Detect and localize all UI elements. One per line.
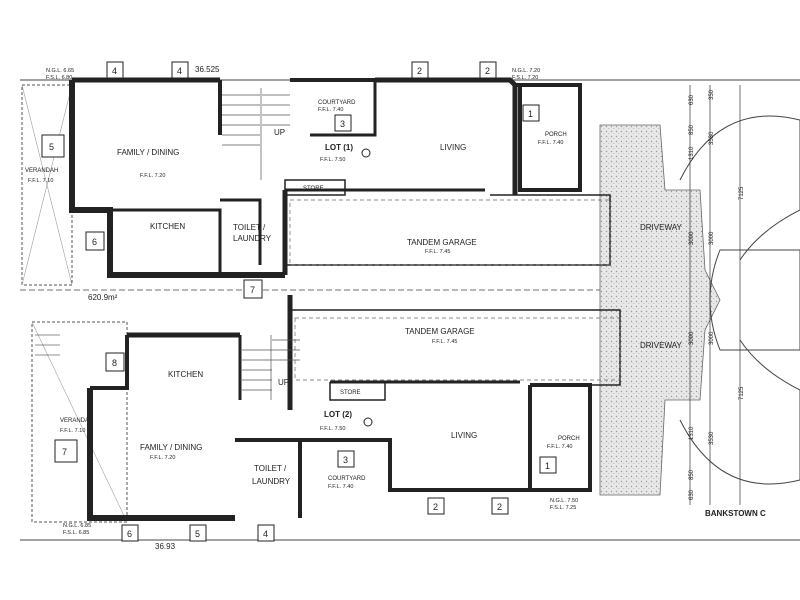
lot2-family-dining-ffl: F.F.L. 7.20 [150, 455, 175, 461]
dim-bot-7: 3530 [709, 431, 715, 445]
lot1-courtyard-label: COURTYARD [318, 100, 356, 106]
dim-bot-9: 630 [689, 489, 695, 500]
lot2-toilet-label: TOILET / [254, 464, 287, 473]
lot1-family-dining-ffl: F.F.L. 7.20 [140, 173, 165, 179]
dim-top-0: 630 [689, 94, 695, 105]
lot2-courtyard-label: COURTYARD [328, 476, 366, 482]
tag-5a: 5 [49, 142, 54, 152]
lot2-ngl-right: N.G.L. 7.50 [550, 498, 578, 504]
lot2-living-label: LIVING [451, 431, 477, 440]
lot1-fsl-right: F.S.L. 7.20 [512, 75, 538, 81]
tag-8: 8 [112, 358, 117, 368]
dim-top-1: 350 [709, 89, 715, 100]
lot2-courtyard-ffl: F.F.L. 7.40 [328, 484, 353, 490]
tag-4b: 4 [177, 66, 182, 76]
tag-2b: 2 [485, 66, 490, 76]
tag-6a: 6 [92, 237, 97, 247]
lot1-ngl-right: N.G.L. 7.20 [512, 68, 540, 74]
lot2-walls [31, 295, 621, 523]
council-label: BANKSTOWN C [705, 509, 766, 518]
driveway-area [599, 115, 800, 496]
lot1-title: LOT (1) [325, 143, 353, 152]
lot2-verandah-label: VERANDAH [60, 418, 93, 424]
lot1-fsl: F.S.L. 6.80 [46, 75, 72, 81]
lot1-ffl: F.F.L. 7.50 [320, 157, 345, 163]
lot2-family-dining-label: FAMILY / DINING [140, 443, 202, 452]
lot2-kitchen-label: KITCHEN [168, 370, 203, 379]
lot2-title: LOT (2) [324, 410, 352, 419]
dim-top-4: 1310 [689, 146, 695, 160]
lot2-porch-ffl: F.F.L. 7.40 [547, 444, 572, 450]
lot2-ffl: F.F.L. 7.50 [320, 426, 345, 432]
dim-bot-5: 1310 [689, 426, 695, 440]
lot1-toilet-label: TOILET / [233, 223, 266, 232]
lot1-laundry-label: LAUNDRY [233, 234, 272, 243]
dimension-lines [689, 85, 741, 505]
top-dimension: 36.525 [195, 65, 220, 74]
lot1-family-dining-label: FAMILY / DINING [117, 148, 179, 157]
lot2-porch-label: PORCH [558, 436, 580, 442]
lot1-walls [21, 77, 611, 286]
dim-top-5: 3530 [709, 131, 715, 145]
tag-7b: 7 [62, 447, 67, 457]
lot-markers [361, 148, 373, 427]
lot1-courtyard-ffl: F.F.L. 7.40 [318, 107, 343, 113]
lot2-garage-label: TANDEM GARAGE [405, 327, 475, 336]
lot2-ngl: N.G.L. 6.85 [63, 523, 91, 529]
lot1-kitchen-label: KITCHEN [150, 222, 185, 231]
tag-4a: 4 [112, 66, 117, 76]
tag-2d: 2 [497, 502, 502, 512]
tag-6b: 6 [127, 529, 132, 539]
tag-5b: 5 [195, 529, 200, 539]
lot2-verandah-ffl: F.F.L. 7.10 [60, 428, 85, 434]
lot1-up-label: UP [274, 128, 285, 137]
lot1-verandah-ffl: F.F.L. 7.10 [28, 178, 53, 184]
lot1-porch-label: PORCH [545, 132, 567, 138]
lot2-store-label: STORE [340, 390, 361, 396]
dim-top-2: 850 [689, 124, 695, 135]
lot2-fsl: F.S.L. 6.85 [63, 530, 89, 536]
lot2-fsl-right: F.S.L. 7.25 [550, 505, 576, 511]
tag-3a: 3 [340, 119, 345, 129]
tag-1a: 1 [528, 109, 533, 119]
grid-tag-markers [41, 61, 557, 542]
tag-7a: 7 [250, 285, 255, 295]
driveway-label-2: DRIVEWAY [640, 341, 682, 350]
dim-top-9: 3000 [709, 231, 715, 245]
driveway-label-1: DRIVEWAY [640, 223, 682, 232]
bottom-dimension: 36.93 [155, 542, 176, 551]
tag-1b: 1 [545, 461, 550, 471]
lot1-store-label: STORE [303, 186, 324, 192]
dim-bot-0: 3000 [689, 331, 695, 345]
dim-top-8: 3000 [689, 231, 695, 245]
dim-bot-8: 850 [689, 469, 695, 480]
tag-2c: 2 [433, 502, 438, 512]
lot2-laundry-label: LAUNDRY [252, 477, 291, 486]
lot1-porch-ffl: F.F.L. 7.40 [538, 140, 563, 146]
lot1-ngl: N.G.L. 6.65 [46, 68, 74, 74]
lot2-garage-ffl: F.F.L. 7.45 [432, 339, 457, 345]
lot1-garage-label: TANDEM GARAGE [407, 238, 477, 247]
lot2-up-label: UP [278, 378, 289, 387]
tag-3b: 3 [343, 455, 348, 465]
lot1-verandah-label: VERANDAH [25, 168, 58, 174]
tag-4c: 4 [263, 529, 268, 539]
lot1-garage-ffl: F.F.L. 7.45 [425, 249, 450, 255]
lot1-area: 620.9m² [88, 293, 118, 302]
dim-bot-4: 7125 [739, 386, 745, 400]
tag-2a: 2 [417, 66, 422, 76]
dim-bot-1: 3000 [709, 331, 715, 345]
dim-top-7: 7125 [739, 186, 745, 200]
lot1-living-label: LIVING [440, 143, 466, 152]
